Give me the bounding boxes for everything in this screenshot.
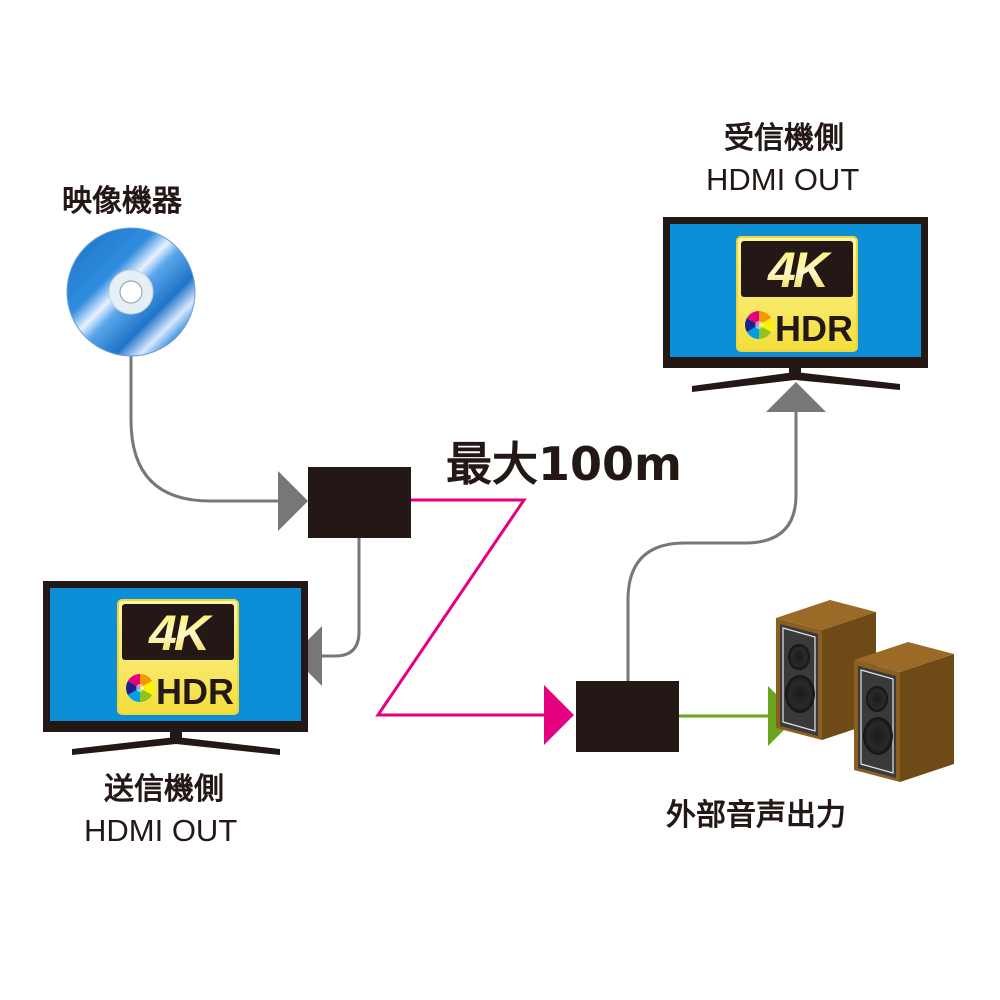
transmitter-hdmi-out-label: HDMI OUT bbox=[84, 813, 238, 848]
4k-hdr-badge-icon bbox=[736, 236, 858, 352]
4k-hdr-badge-icon bbox=[117, 599, 239, 715]
receiver-unit bbox=[576, 681, 679, 752]
source-device-label: 映像機器 bbox=[62, 184, 182, 219]
cable-receiver-to-remote-tv bbox=[626, 408, 798, 681]
speakers-icon bbox=[776, 600, 954, 782]
receiver-hdmi-out-label: HDMI OUT bbox=[706, 162, 860, 197]
arrow-into-remote-tv bbox=[766, 382, 826, 412]
arrow-into-receiver bbox=[544, 685, 574, 745]
arrow-into-transmitter bbox=[278, 471, 308, 531]
cable-transmitter-to-local-tv bbox=[320, 538, 361, 658]
transmitter-side-label: 送信機側 bbox=[104, 772, 224, 807]
receiver-side-tv-icon bbox=[663, 217, 928, 392]
max-distance-label: 最大100m bbox=[446, 437, 682, 491]
optical-disc-icon bbox=[66, 227, 196, 357]
receiver-side-label: 受信機側 bbox=[724, 121, 844, 156]
cable-source-to-transmitter bbox=[129, 355, 285, 503]
transmitter-unit bbox=[308, 467, 411, 538]
lan-cable bbox=[375, 498, 552, 717]
transmitter-side-tv-icon bbox=[43, 581, 308, 755]
external-audio-output-label: 外部音声出力 bbox=[666, 798, 846, 833]
